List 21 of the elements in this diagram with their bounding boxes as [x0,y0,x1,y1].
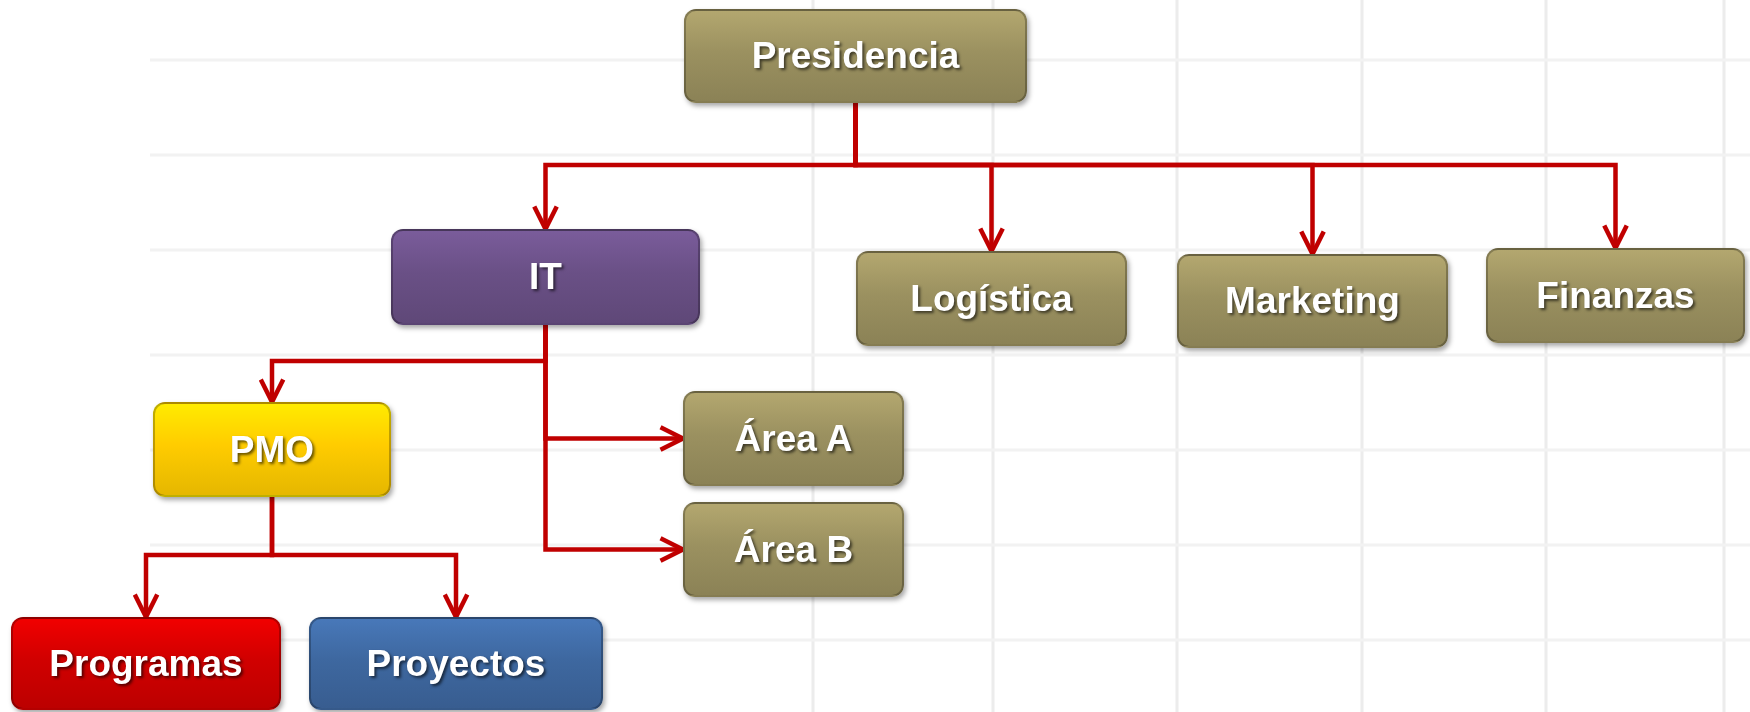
org-box [309,617,603,710]
org-box [153,402,391,497]
org-box [683,391,904,486]
box-label: Proyectos [366,642,546,685]
box-label: Programas [49,642,243,685]
box-label: PMO [229,428,315,471]
org-box [11,617,281,710]
box-label: Marketing [1225,280,1400,322]
box-label: Logística [910,277,1073,320]
box-label: Presidencia [751,35,960,77]
box-label: IT [529,256,562,298]
box-label: Finanzas [1536,274,1695,317]
connector-arrow [269,497,470,620]
org-box [1486,248,1745,343]
org-box [1177,254,1448,348]
box-label: Área B [733,528,854,571]
box-label: Área A [734,417,853,460]
org-box [683,502,904,597]
org-box [856,251,1127,346]
org-box [684,9,1027,103]
org-box [391,229,700,325]
